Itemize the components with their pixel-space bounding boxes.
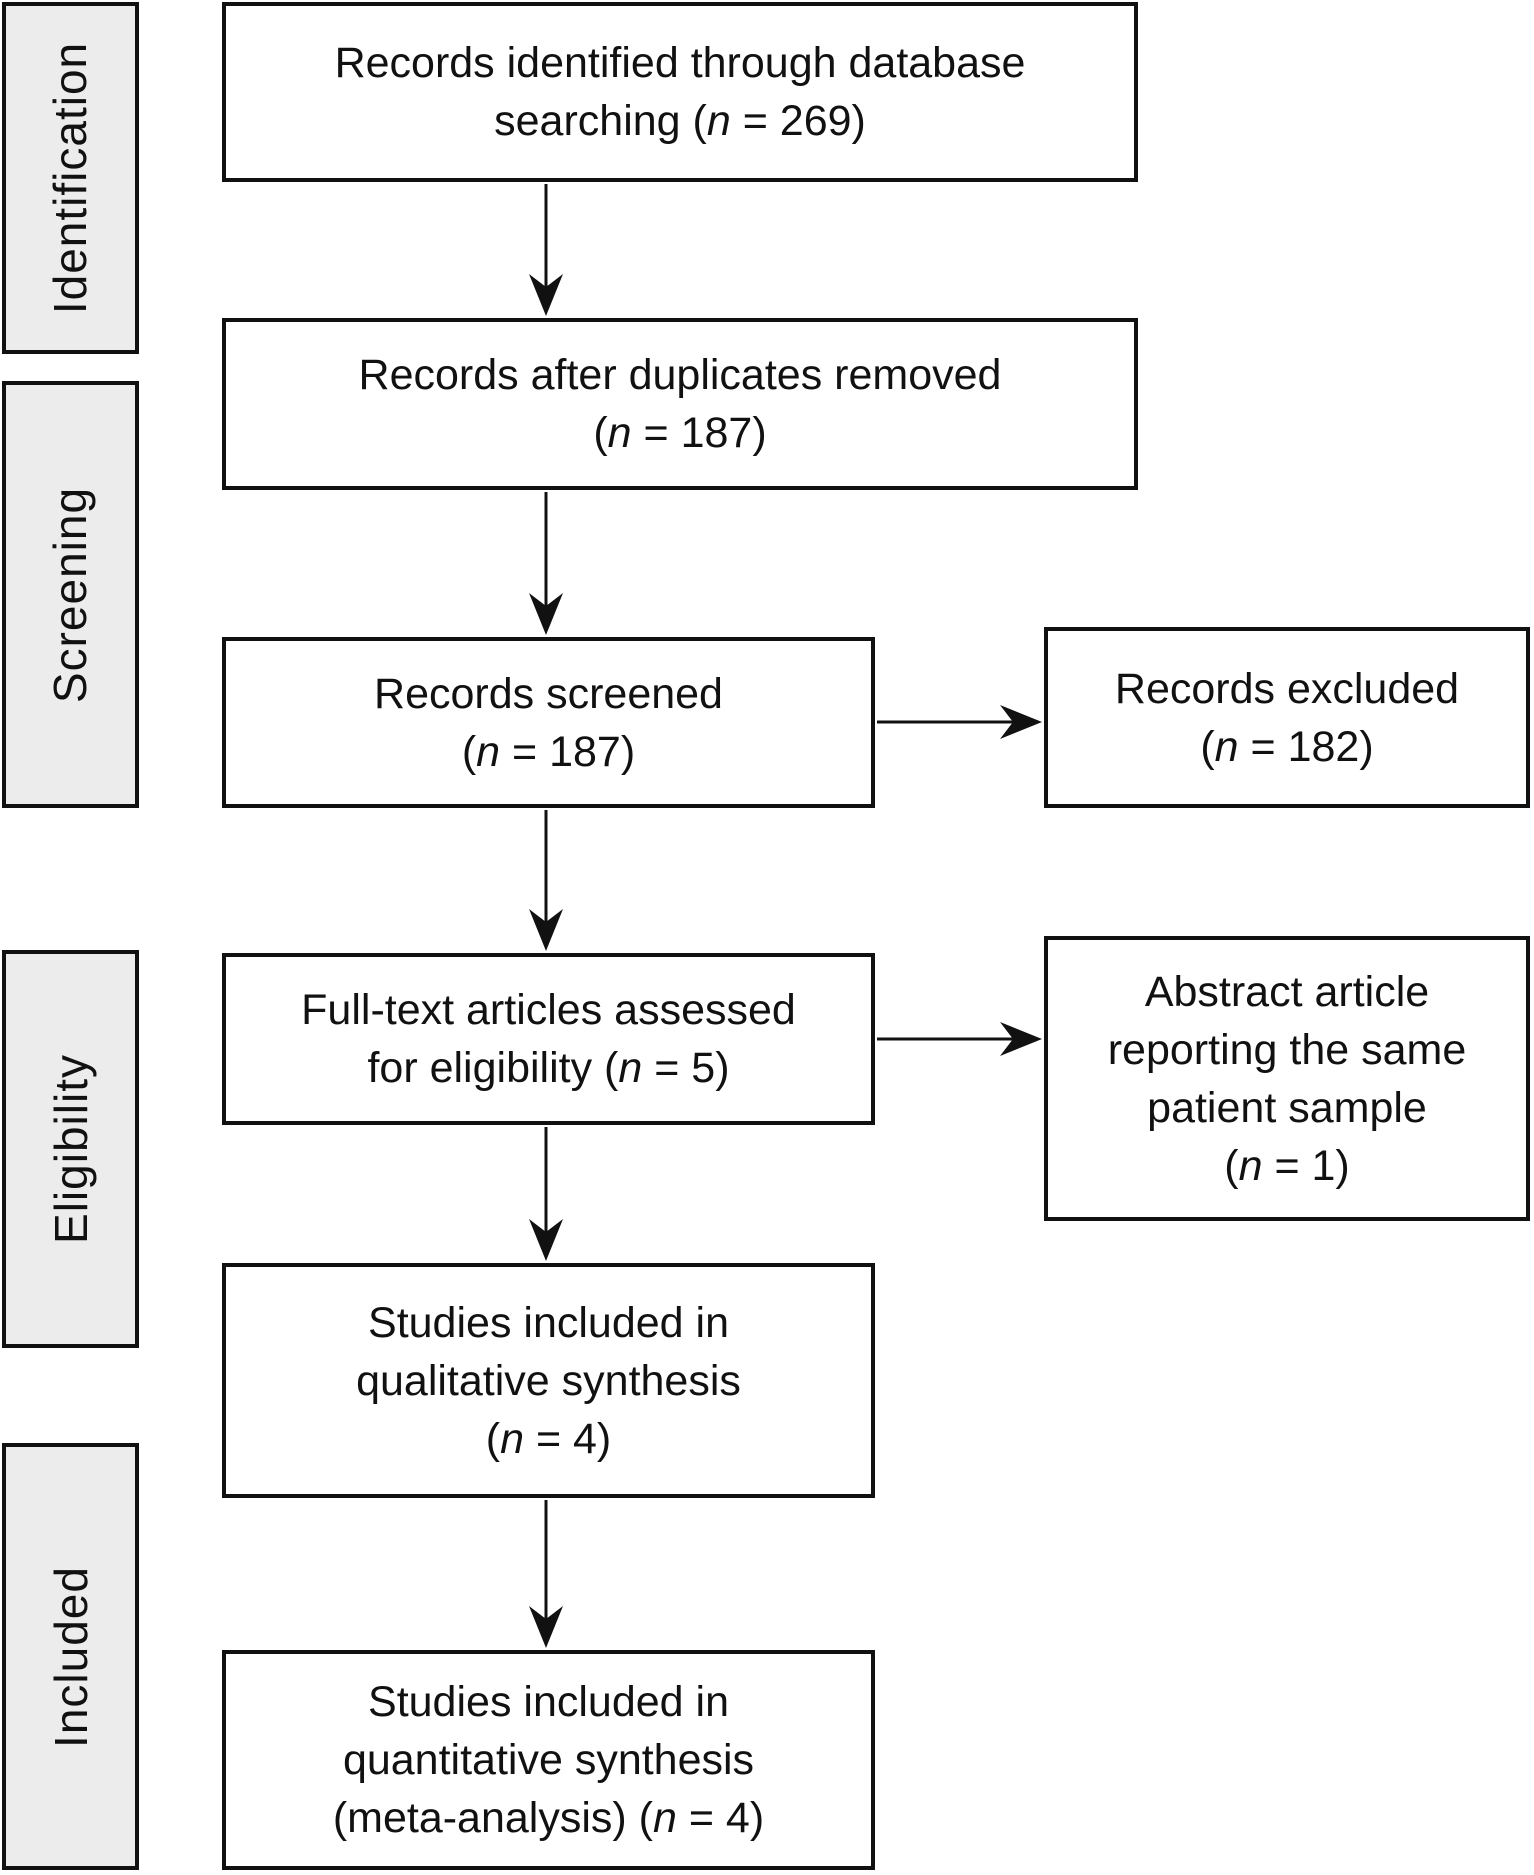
arrow-duplicates-to-screened — [529, 492, 563, 635]
arrow-fulltext-to-qualitative — [529, 1127, 563, 1261]
stage-label-included: Included — [2, 1443, 139, 1870]
stage-label-text: Eligibility — [44, 1054, 97, 1244]
arrow-fulltext-to-abstract — [877, 1022, 1042, 1056]
stage-label-text: Identification — [44, 41, 97, 315]
stage-label-text: Included — [44, 1565, 97, 1748]
arrow-screened-to-fulltext — [529, 810, 563, 951]
stage-label-identification: Identification — [2, 2, 139, 354]
stage-label-eligibility: Eligibility — [2, 950, 139, 1348]
box-records-excluded: Records excluded(n = 182) — [1044, 627, 1530, 808]
stage-label-screening: Screening — [2, 381, 139, 808]
stage-label-text: Screening — [44, 486, 97, 703]
arrow-qualitative-to-quantitative — [529, 1500, 563, 1648]
box-records-screened: Records screened(n = 187) — [222, 637, 875, 808]
arrow-identified-to-duplicates — [529, 184, 563, 316]
box-records-after-duplicates-removed: Records after duplicates removed(n = 187… — [222, 318, 1138, 490]
arrow-screened-to-excluded — [877, 705, 1042, 739]
